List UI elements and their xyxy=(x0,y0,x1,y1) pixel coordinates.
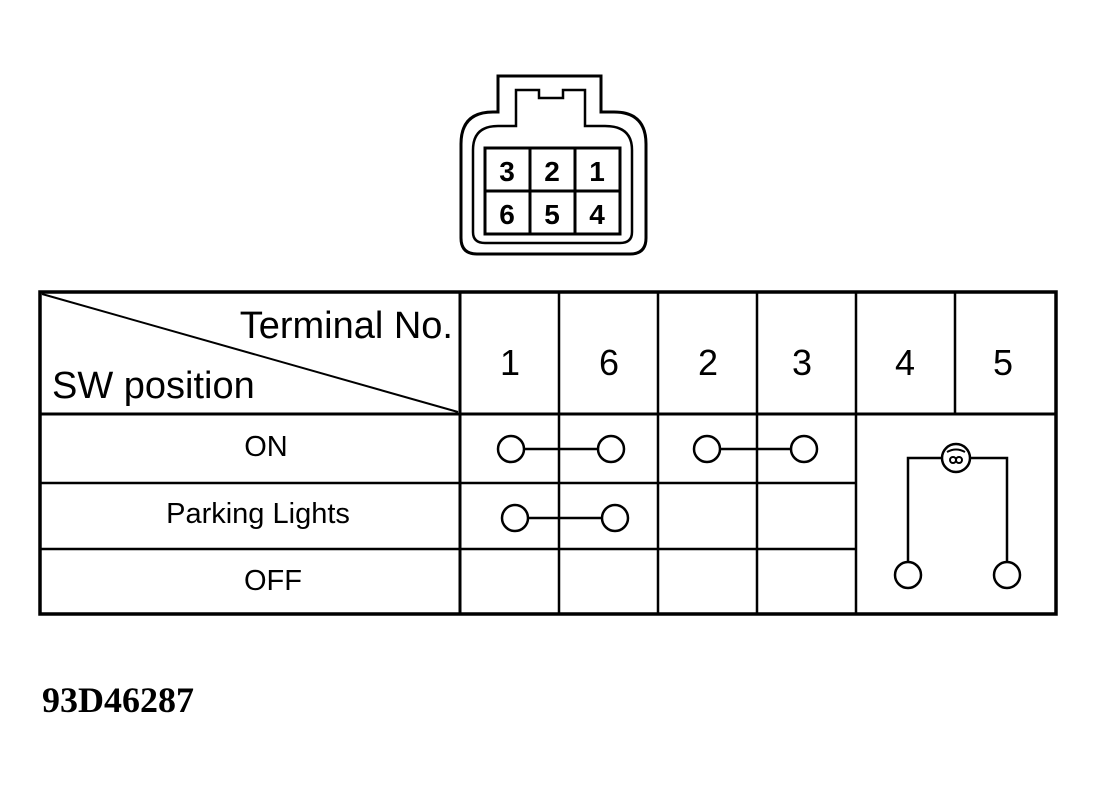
continuity-parking-1-6 xyxy=(500,503,630,533)
connector-pin: 3 xyxy=(499,156,515,187)
connector-pin: 6 xyxy=(499,199,515,230)
row-label-on: ON xyxy=(244,431,288,463)
row-label-parking-lights: Parking Lights xyxy=(166,498,350,530)
sw-position-header: SW position xyxy=(52,365,255,407)
terminal-header: Terminal No. xyxy=(240,305,453,347)
connector-pin: 1 xyxy=(589,156,605,187)
continuity-on-1-6 xyxy=(496,434,626,464)
terminal-label: 5 xyxy=(993,342,1013,383)
bulb-icon xyxy=(940,442,972,474)
connector-pin: 5 xyxy=(544,199,560,230)
terminal-label: 2 xyxy=(698,342,718,383)
figure-id: 93D46287 xyxy=(42,680,194,720)
connector-pin: 4 xyxy=(589,199,605,230)
connector-icon: 3 2 1 6 5 4 xyxy=(459,74,648,256)
continuity-on-2-3 xyxy=(692,434,819,464)
terminal-label: 4 xyxy=(895,342,915,383)
connector-pin: 2 xyxy=(544,156,560,187)
terminal-label: 6 xyxy=(599,342,619,383)
row-label-off: OFF xyxy=(244,565,302,597)
terminal-label: 1 xyxy=(500,342,520,383)
terminal-label: 3 xyxy=(792,342,812,383)
bulb-circuit xyxy=(893,442,1022,590)
continuity-table xyxy=(38,290,1058,616)
